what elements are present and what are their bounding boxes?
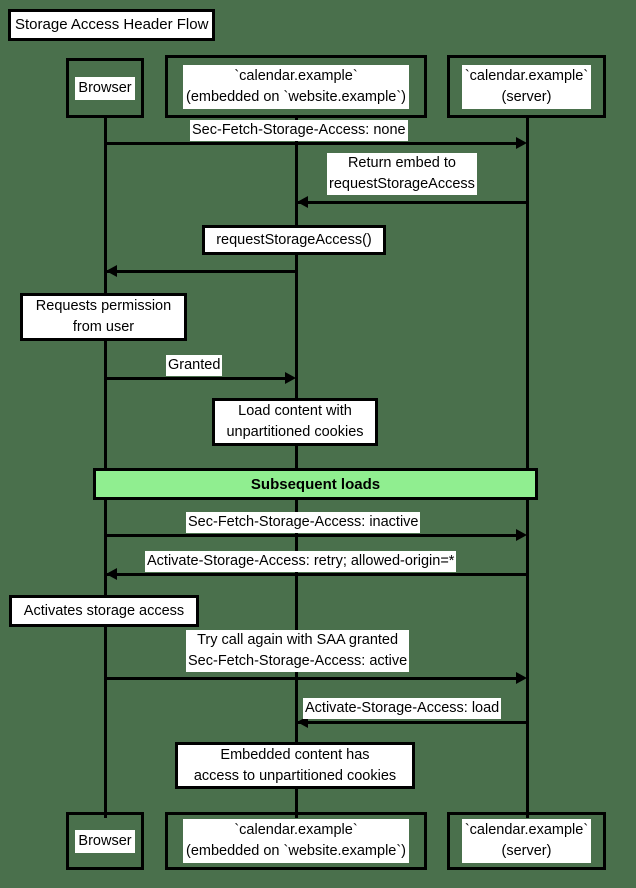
message-arrowhead-2	[297, 196, 308, 208]
message-line-6	[105, 573, 527, 576]
note-requests-permission-label: Requests permission from user	[35, 298, 172, 335]
message-line-5	[105, 534, 522, 537]
message-arrowhead-7	[516, 672, 527, 684]
message-arrowhead-1	[516, 137, 527, 149]
message-label-7: Try call again with SAA granted Sec-Fetc…	[186, 630, 410, 672]
divider-subsequent-loads-label: Subsequent loads	[250, 475, 381, 493]
note-activates-storage-access-label: Activates storage access	[23, 602, 185, 619]
message-line-1	[105, 142, 522, 145]
message-line-7	[105, 677, 522, 680]
participant-embed-bottom-label: `calendar.example` (embedded on `website…	[182, 819, 410, 863]
message-label-8: Activate-Storage-Access: load	[303, 698, 502, 719]
message-line-2	[296, 201, 527, 204]
message-arrowhead-6	[106, 568, 117, 580]
note-load-content-label: Load content with unpartitioned cookies	[226, 403, 364, 440]
message-arrowhead-5	[516, 529, 527, 541]
participant-embed-bottom[interactable]: `calendar.example` (embedded on `website…	[165, 812, 427, 870]
note-embedded-content-access: Embedded content has access to unpartiti…	[175, 742, 415, 789]
message-line-3	[105, 270, 296, 273]
divider-subsequent-loads: Subsequent loads	[93, 468, 538, 500]
participant-server-bottom[interactable]: `calendar.example` (server)	[447, 812, 606, 870]
message-label-3: requestStorageAccess()	[216, 231, 372, 248]
message-line-4	[105, 377, 291, 380]
participant-browser-bottom-label: Browser	[75, 829, 135, 853]
diagram-title-box: Storage Access Header Flow	[8, 9, 216, 41]
message-label-2: Return embed to requestStorageAccess	[327, 153, 477, 195]
participant-embed-top[interactable]: `calendar.example` (embedded on `website…	[165, 55, 427, 118]
message-label-6: Activate-Storage-Access: retry; allowed-…	[145, 551, 457, 572]
participant-server-bottom-label: `calendar.example` (server)	[461, 819, 592, 863]
participant-embed-top-label: `calendar.example` (embedded on `website…	[182, 64, 410, 109]
message-arrowhead-3	[106, 265, 117, 277]
participant-browser-bottom[interactable]: Browser	[66, 812, 144, 870]
message-arrowhead-8	[297, 716, 308, 728]
message-line-8	[296, 721, 527, 724]
message-label-5: Sec-Fetch-Storage-Access: inactive	[186, 512, 421, 533]
message-label-4: Granted	[166, 355, 223, 376]
participant-browser-top-label: Browser	[75, 76, 135, 100]
participant-server-top-label: `calendar.example` (server)	[461, 64, 592, 109]
diagram-title: Storage Access Header Flow	[11, 12, 213, 38]
note-embedded-content-access-label: Embedded content has access to unpartiti…	[193, 746, 397, 784]
participant-browser-top[interactable]: Browser	[66, 58, 144, 118]
message-label-3-box: requestStorageAccess()	[202, 225, 386, 255]
note-requests-permission: Requests permission from user	[20, 293, 187, 341]
participant-server-top[interactable]: `calendar.example` (server)	[447, 55, 606, 118]
message-label-1: Sec-Fetch-Storage-Access: none	[190, 120, 408, 141]
note-load-content: Load content with unpartitioned cookies	[212, 398, 378, 446]
note-activates-storage-access: Activates storage access	[9, 595, 199, 627]
message-arrowhead-4	[285, 372, 296, 384]
